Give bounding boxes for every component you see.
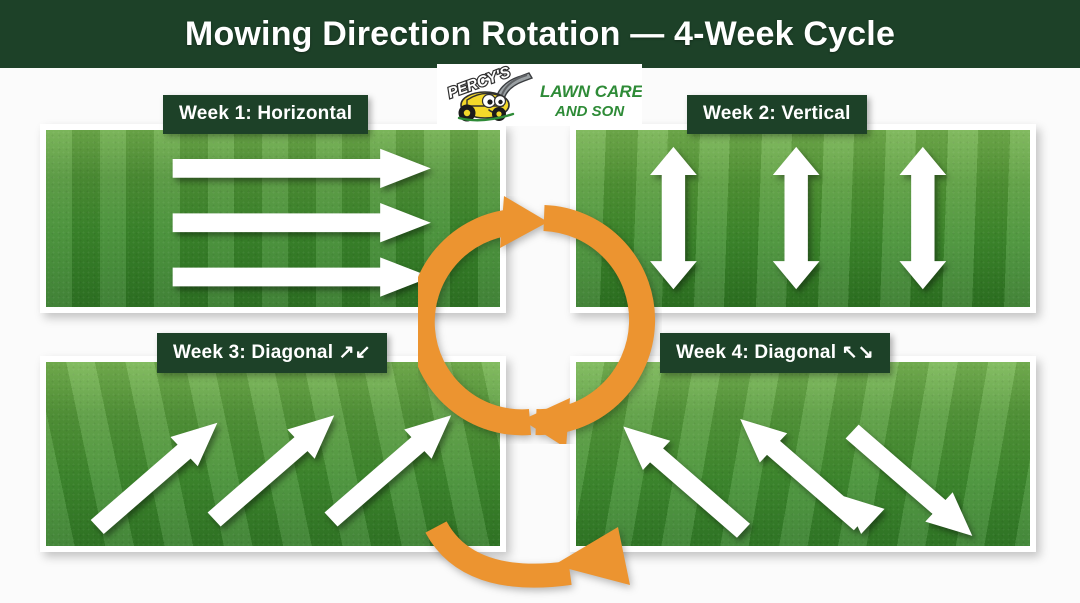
header-banner: Mowing Direction Rotation — 4-Week Cycle [0,0,1080,68]
page-title: Mowing Direction Rotation — 4-Week Cycle [184,14,896,53]
panel-week-3-inner [46,362,500,546]
week-2-arrows [576,130,1030,307]
week-1-arrows [46,130,500,307]
arrow-up-left-1 [623,426,750,538]
panel-week-4[interactable] [570,356,1036,552]
panel-week-3[interactable] [40,356,506,552]
logo-svg: PERCY'S LAWN CARE AND SON [437,64,642,126]
logo-line2: AND SON [554,103,625,120]
week-4-label: Week 4: Diagonal ↖↘ [660,333,890,373]
arrow-up-right-2 [207,415,335,527]
panel-week-2-inner [576,130,1030,307]
arrow-up-left-2 [740,418,867,531]
arrow-up-right-3 [324,415,452,527]
logo-line1: LAWN CARE [540,82,642,101]
arrow-right-3 [172,257,431,297]
week-3-arrows [46,362,500,546]
panel-week-1[interactable] [40,124,506,313]
panel-week-1-inner [46,130,500,307]
percys-lawn-care-logo: PERCY'S LAWN CARE AND SON [437,64,642,126]
week-2-label: Week 2: Vertical [687,95,867,134]
arrow-updown-3 [899,146,947,290]
week-1-label: Week 1: Horizontal [163,95,369,134]
arrow-right-1 [172,148,431,189]
panel-week-2[interactable] [570,124,1036,313]
week-4-arrows [576,362,1030,546]
arrow-down-right-2 [843,496,885,534]
cycle-arrowhead-bottom [522,398,570,444]
arrow-up-right-1 [90,422,218,534]
week-3-label: Week 3: Diagonal ↗↙ [157,333,387,373]
panel-week-4-inner [576,362,1030,546]
arrow-updown-1 [650,146,697,290]
cycle-arrowhead-top [500,196,548,248]
arrow-updown-2 [772,146,820,290]
arrow-right-2 [172,203,431,243]
arrow-down-right-1 [845,424,973,536]
